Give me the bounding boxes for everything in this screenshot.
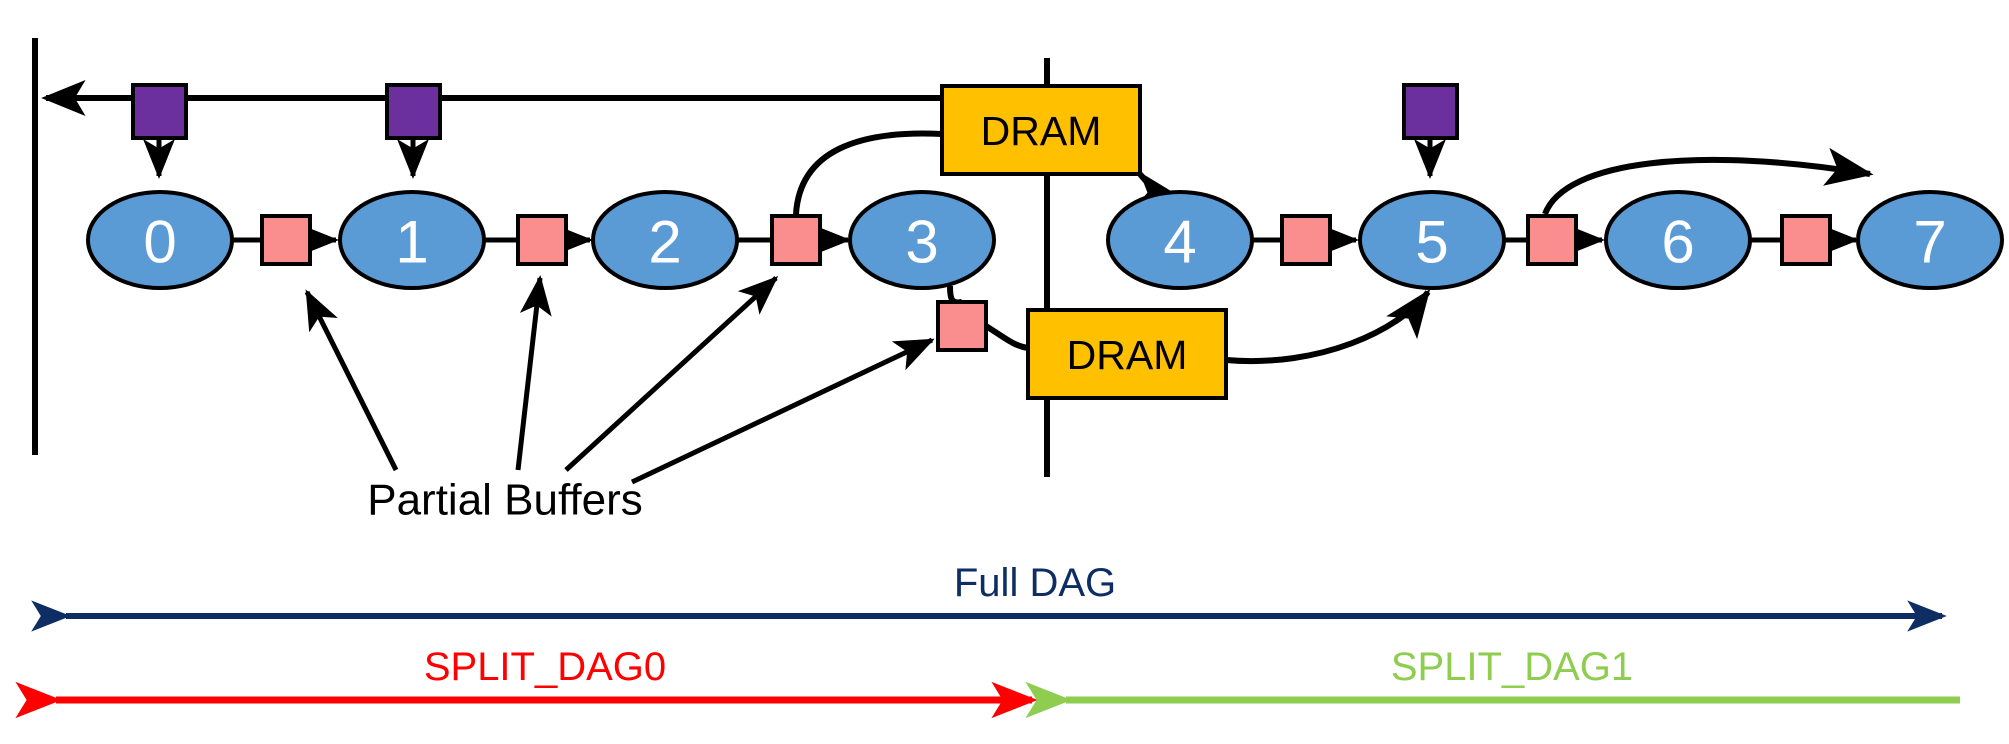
node-6-label: 6 [1661, 209, 1694, 276]
span-split-dag1-label: SPLIT_DAG1 [1391, 645, 1633, 689]
span-full-dag-label: Full DAG [954, 561, 1116, 605]
node-2[interactable]: 2 [591, 190, 739, 290]
weight-buffer-1[interactable] [385, 83, 442, 179]
partial-buffers [260, 214, 1832, 352]
span-split-dag1: SPLIT_DAG1 [1025, 645, 1960, 719]
node-0-label: 0 [143, 209, 176, 276]
edge-dram-lower-to-5 [1225, 289, 1431, 364]
partial-buffer-6-7[interactable] [1780, 214, 1832, 266]
leader-to-buffer-1-2 [515, 275, 552, 471]
span-split-dag0-label: SPLIT_DAG0 [424, 645, 666, 689]
span-full-dag: Full DAG [31, 561, 1947, 632]
partial-buffer-3-dram[interactable] [936, 300, 988, 352]
node-0[interactable]: 0 [86, 190, 234, 290]
span-split-dag0: SPLIT_DAG0 [15, 645, 1038, 719]
weight-buffer-5[interactable] [1402, 83, 1459, 179]
node-6[interactable]: 6 [1604, 190, 1752, 290]
partial-buffer-0-1[interactable] [260, 214, 312, 266]
dram-lower-label: DRAM [1067, 332, 1188, 378]
partial-buffer-1-2[interactable] [516, 214, 568, 266]
leader-to-buffer-0-1 [304, 289, 399, 472]
node-4[interactable]: 4 [1106, 190, 1254, 290]
node-5-label: 5 [1415, 209, 1448, 276]
partial-buffer-2-3[interactable] [770, 214, 822, 266]
node-2-label: 2 [648, 209, 681, 276]
node-1[interactable]: 1 [338, 190, 486, 290]
node-3-label: 3 [905, 209, 938, 276]
edge-buf3dram-to-dram-lower [984, 323, 1029, 351]
node-3[interactable]: 3 [848, 190, 996, 290]
dram-upper[interactable]: DRAM [940, 84, 1142, 176]
partial-buffers-label: Partial Buffers [367, 476, 643, 525]
leader-to-buffer-3-dram [630, 337, 935, 485]
partial-buffer-4-5[interactable] [1280, 214, 1332, 266]
leader-to-buffer-2-3 [564, 275, 779, 472]
node-7-label: 7 [1913, 209, 1946, 276]
node-1-label: 1 [395, 209, 428, 276]
dag-nodes: 0 1 2 3 4 5 6 [86, 190, 2004, 290]
partial-buffers-callout: Partial Buffers [304, 275, 935, 525]
node-4-label: 4 [1163, 209, 1196, 276]
node-5[interactable]: 5 [1358, 190, 1506, 290]
node-7[interactable]: 7 [1856, 190, 2004, 290]
partial-buffer-5-6[interactable] [1526, 214, 1578, 266]
dram-lower[interactable]: DRAM [1026, 308, 1228, 400]
edge-buf23-to-dram-upper [793, 130, 943, 215]
dram-upper-label: DRAM [981, 108, 1102, 154]
weight-buffer-0[interactable] [131, 83, 188, 179]
weight-buffers [131, 83, 1459, 179]
edge-skip-buf56-to-7 [1542, 147, 1874, 216]
